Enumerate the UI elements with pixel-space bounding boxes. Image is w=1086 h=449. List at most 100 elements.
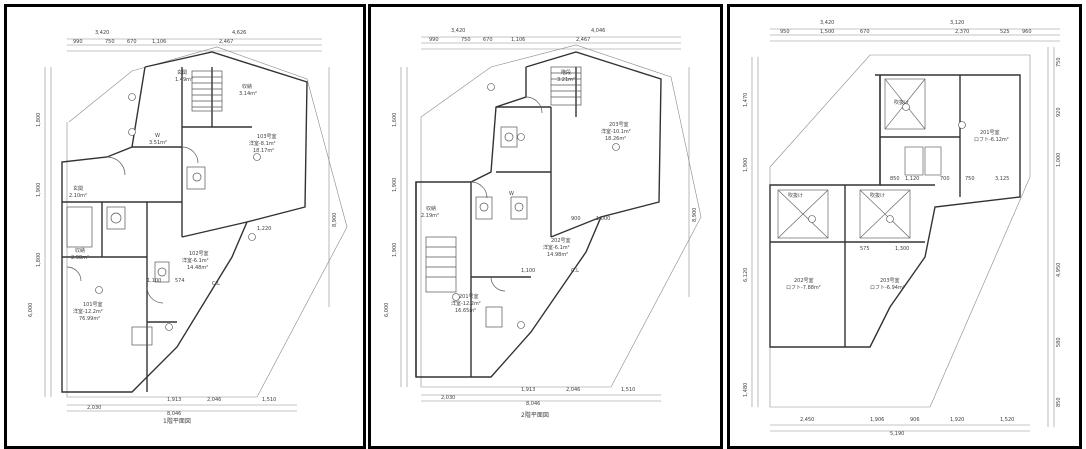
top-dim: 3,420 [451,28,466,34]
room-label: 吹抜け [894,100,910,106]
dim-note: 700 [940,176,950,182]
dim-note: 1,300 [895,246,910,252]
left-dim: 6,000 [28,302,34,317]
room-area: 洋室-6.1m² [182,258,209,264]
bottom-dim: 8,046 [526,401,541,407]
left-dim: 1,800 [36,112,42,127]
room-area: 2.10m² [69,193,88,199]
right-dim: 850 [1056,397,1062,407]
top-dim: 990 [73,39,83,45]
top-dim: 1,106 [511,37,526,43]
room-label: 階段 [561,70,572,76]
room-label: C.L [212,281,220,287]
room-label: 201号室 [459,294,479,300]
room-label: 103号室 [257,134,277,140]
bottom-dim: 2,450 [800,417,815,423]
dim-note: 900 [571,216,581,222]
dim-note: 1,100 [521,268,536,274]
bottom-dim: 1,906 [870,417,885,423]
top-dim: 1,106 [152,39,167,45]
room-label: 収納 [426,206,437,212]
room-area: 洋室-10.1m² [601,129,631,135]
room-label: 収納 [75,248,86,254]
room-label: W [155,133,160,139]
room-area: 洋室-12.2m² [73,309,103,315]
left-dim: 1,900 [392,242,398,257]
room-label: 101号室 [83,302,103,308]
room-area: 3.14m² [239,91,258,97]
top-dim: 950 [780,29,790,35]
top-dim: 670 [860,29,870,35]
dim-note: 1,220 [257,226,272,232]
top-dim: 1,500 [820,29,835,35]
room-area: 18.26m² [605,136,627,142]
bottom-dim: 906 [910,417,920,423]
bottom-dim: 1,913 [167,397,182,403]
floor-plan-sheet-1: 3,420 4,626 990 750 670 1,106 2,467 1,80… [4,4,366,449]
top-dim: 990 [429,37,439,43]
room-label: 203号室 [880,278,900,284]
right-dim: 1,000 [1056,152,1062,167]
room-area: 2.98m² [71,255,90,261]
top-dim: 4,626 [232,30,247,36]
room-label: C.L [571,268,579,274]
room-label: 201号室 [980,130,1000,136]
right-dim: 750 [1056,57,1062,67]
dim-note: 850 [890,176,900,182]
sheet-title: 2階平面図 [521,412,549,419]
bottom-dim: 2,046 [207,397,222,403]
room-area: 洋室-12.2m² [451,301,481,307]
dim-note: 1,000 [596,216,611,222]
room-area: 洋室-8.1m² [249,141,276,147]
dim-note: 750 [965,176,975,182]
dim-note: 574 [175,278,185,284]
sheet-title: 1階平面図 [163,418,191,425]
left-dim: 1,480 [743,382,749,397]
bottom-dim: 2,030 [87,405,102,411]
bottom-dim: 1,920 [950,417,965,423]
room-label: 202号室 [794,278,814,284]
left-dim: 1,470 [743,92,749,107]
room-area: 3.51m² [149,140,168,146]
bottom-dim: 5,190 [890,431,905,437]
room-area: ロフト-7.88m² [786,285,821,291]
right-dim: 580 [1056,337,1062,347]
room-label: 203号室 [609,122,629,128]
dim-note: 3,125 [995,176,1010,182]
floor-plan-3-drawing [751,28,1060,432]
top-dim: 670 [483,37,493,43]
room-label: 玄関 [73,186,84,192]
right-dim: 920 [1056,107,1062,117]
top-dim: 2,467 [576,37,591,43]
left-dim: 1,900 [743,157,749,172]
right-dim: 8,900 [332,212,338,227]
top-dim: 2,370 [955,29,970,35]
bottom-dim: 1,913 [521,387,536,393]
room-area: 18.17m² [253,148,275,154]
left-dim: 6,000 [384,302,390,317]
left-dim: 1,900 [392,177,398,192]
room-area: 14.48m² [187,265,209,271]
room-area: 14.98m² [547,252,569,258]
room-area: 3.21m² [557,77,576,83]
top-dim: 750 [105,39,115,45]
bottom-dim: 1,510 [621,387,636,393]
top-dim: 670 [127,39,137,45]
bottom-dim: 8,046 [167,411,182,417]
bottom-dim: 1,520 [1000,417,1015,423]
top-dim: 4,046 [591,28,606,34]
room-area: 2.19m² [421,213,440,219]
top-dim: 525 [1000,29,1010,35]
right-dim: 4,950 [1056,262,1062,277]
bottom-dim: 2,030 [441,395,456,401]
room-area: 76.99m² [79,316,101,322]
bottom-dim: 2,046 [566,387,581,393]
bottom-dim: 1,510 [262,397,277,403]
left-dim: 1,800 [36,252,42,267]
top-dim: 750 [461,37,471,43]
top-dim: 3,420 [95,30,110,36]
room-label: 202号室 [551,238,571,244]
right-dim: 8,900 [692,207,698,222]
room-label: 102号室 [189,251,209,257]
top-dim: 960 [1022,29,1032,35]
